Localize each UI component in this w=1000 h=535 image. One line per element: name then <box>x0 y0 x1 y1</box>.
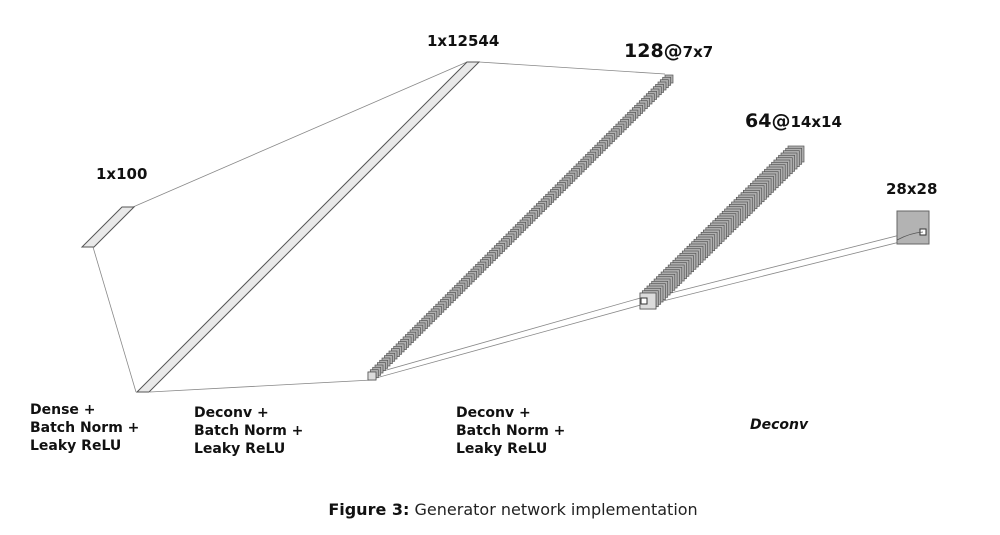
conv2-count: 64 <box>745 110 772 132</box>
operation-label-4: Deconv <box>750 416 808 434</box>
conv1-dims: 7x7 <box>682 43 714 61</box>
caption-text: Generator network implementation <box>414 500 698 519</box>
operation-line: Dense + <box>30 402 96 418</box>
feature-map-64-front <box>639 292 657 310</box>
operation-label-2: Deconv + Batch Norm + Leaky ReLU <box>194 404 303 458</box>
operation-line: Deconv <box>750 417 809 433</box>
figure-caption: Figure 3: Generator network implementati… <box>0 500 1000 519</box>
operation-line: Leaky ReLU <box>30 438 122 454</box>
input-vector-plate <box>80 206 136 248</box>
operation-line: Leaky ReLU <box>456 441 548 457</box>
dense-size-label: 1x12544 <box>427 32 500 50</box>
input-size-label: 1x100 <box>96 165 148 183</box>
connection-lines <box>92 61 925 393</box>
conv2-kernel-square <box>640 297 648 305</box>
conv1-at: @ <box>663 40 683 62</box>
operation-label-3: Deconv + Batch Norm + Leaky ReLU <box>456 404 565 458</box>
output-projection-curve <box>896 231 924 241</box>
conv2-dims: 14x14 <box>790 113 842 131</box>
feature-map-128-front <box>367 371 377 381</box>
conv2-at: @ <box>771 110 791 132</box>
operation-line: Batch Norm + <box>194 423 304 439</box>
operation-line: Deconv + <box>456 405 531 421</box>
operation-line: Leaky ReLU <box>194 441 286 457</box>
operation-line: Deconv + <box>194 405 269 421</box>
feature-map-stack-128 <box>367 74 674 381</box>
conv1-count: 128 <box>624 40 664 62</box>
conv1-size-label: 128@7x7 <box>624 40 713 62</box>
operation-label-1: Dense + Batch Norm + Leaky ReLU <box>30 401 139 455</box>
operation-line: Batch Norm + <box>30 420 140 436</box>
dense-vector-plate <box>135 61 481 393</box>
conv2-size-label: 64@14x14 <box>745 110 842 132</box>
feature-map-stack-64 <box>639 145 805 310</box>
output-size-label: 28x28 <box>886 180 938 198</box>
caption-prefix: Figure 3: <box>328 500 410 519</box>
operation-line: Batch Norm + <box>456 423 566 439</box>
output-image <box>896 210 930 245</box>
